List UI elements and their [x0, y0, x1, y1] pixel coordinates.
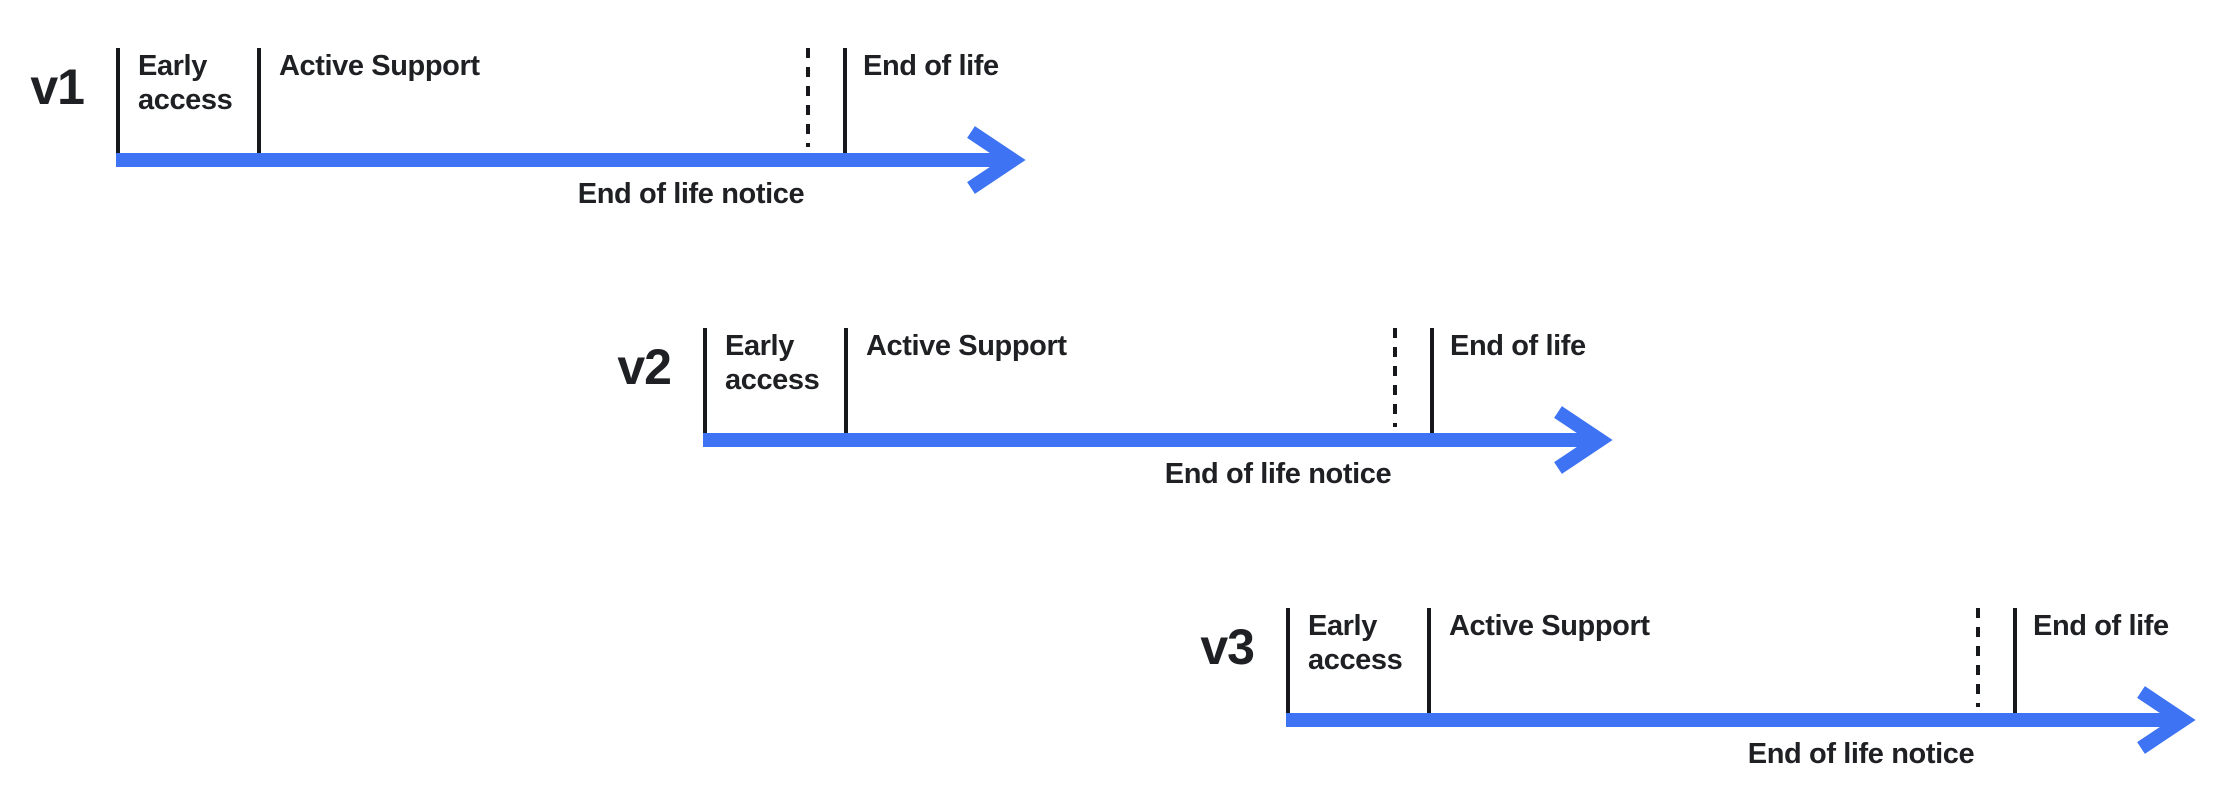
- early-access-start-tick: [116, 48, 120, 153]
- timeline-arrow: [1286, 686, 2196, 754]
- arrowhead-icon: [2137, 686, 2196, 754]
- end-of-life-tick: [843, 48, 847, 153]
- active-support-start-tick: [844, 328, 848, 433]
- active-support-label: Active Support: [1449, 610, 1650, 642]
- active-support-label: Active Support: [866, 330, 1067, 362]
- version-timeline: v3 Early access Active Support End of li…: [1200, 608, 2228, 788]
- end-of-life-notice-tick: [1976, 608, 1980, 707]
- active-support-label: Active Support: [279, 50, 480, 82]
- early-access-label: Early access: [725, 330, 820, 396]
- version-timeline: v2 Early access Active Support End of li…: [617, 328, 1743, 508]
- early-access-label: Early access: [1308, 610, 1403, 676]
- early-access-start-tick: [1286, 608, 1290, 713]
- end-of-life-tick: [2013, 608, 2017, 713]
- end-of-life-notice-tick: [806, 48, 810, 147]
- end-of-life-label: End of life: [2033, 610, 2169, 642]
- timeline-bar: [116, 153, 1004, 167]
- version-label: v2: [617, 339, 672, 395]
- version-label: v3: [1200, 619, 1255, 675]
- early-access-label: Early access: [138, 50, 233, 116]
- active-support-start-tick: [257, 48, 261, 153]
- timeline-bar: [1286, 713, 2174, 727]
- early-access-start-tick: [703, 328, 707, 433]
- end-of-life-notice-label: End of life notice: [1164, 458, 1392, 490]
- arrowhead-icon: [967, 126, 1026, 194]
- timeline-bar: [703, 433, 1591, 447]
- timeline-arrow: [116, 126, 1026, 194]
- timeline-arrow: [703, 406, 1613, 474]
- arrowhead-icon: [1554, 406, 1613, 474]
- end-of-life-notice-tick: [1393, 328, 1397, 427]
- active-support-start-tick: [1427, 608, 1431, 713]
- version-timeline: v1 Early access Active Support End of li…: [30, 48, 1156, 228]
- end-of-life-label: End of life: [1450, 330, 1586, 362]
- end-of-life-label: End of life: [863, 50, 999, 82]
- end-of-life-tick: [1430, 328, 1434, 433]
- version-label: v1: [30, 59, 85, 115]
- end-of-life-notice-label: End of life notice: [1747, 738, 1975, 770]
- end-of-life-notice-label: End of life notice: [577, 178, 805, 210]
